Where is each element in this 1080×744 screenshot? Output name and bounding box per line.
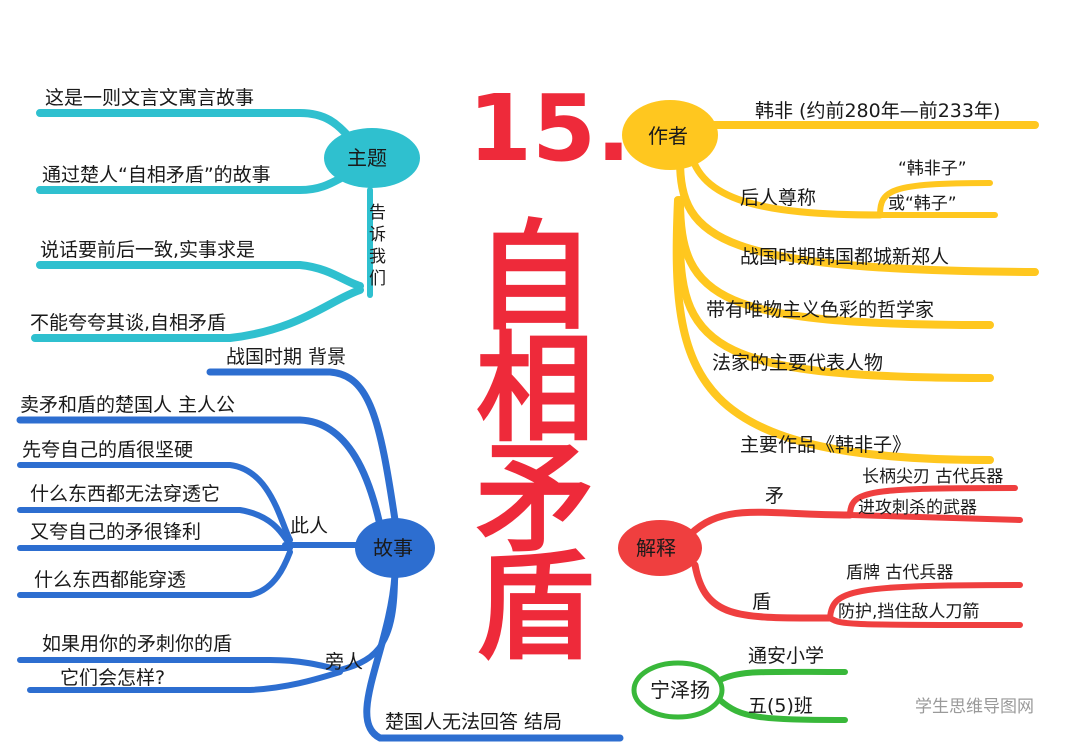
tell-us-char-1: 告 bbox=[369, 203, 386, 223]
story-boast: 什么东西都能穿透 bbox=[34, 569, 186, 591]
author-honorific-label: 后人尊称 bbox=[740, 187, 816, 209]
author-label: 作者 bbox=[648, 124, 688, 148]
author-item: 法家的主要代表人物 bbox=[712, 352, 883, 374]
author-item: 主要作品《韩非子》 bbox=[740, 434, 911, 456]
author-item: 战国时期韩国都城新郑人 bbox=[740, 246, 949, 268]
author-honorific: “韩非子” bbox=[898, 159, 967, 179]
theme-label: 主题 bbox=[347, 146, 387, 170]
explain-label: 解释 bbox=[636, 536, 676, 560]
theme-item: 不能夸夸其谈,自相矛盾 bbox=[30, 312, 226, 334]
story-label: 故事 bbox=[373, 536, 413, 560]
explain-branch bbox=[681, 485, 1023, 628]
author-honorific: 或“韩子” bbox=[888, 194, 957, 214]
story-boast: 又夸自己的矛很锋利 bbox=[30, 521, 201, 543]
title-char-3: 矛 bbox=[476, 430, 594, 568]
signature-name: 宁泽扬 bbox=[650, 678, 710, 702]
title: 15. 自 相 矛 盾 bbox=[468, 75, 631, 676]
story-background: 战国时期 背景 bbox=[226, 346, 346, 368]
story-main-character: 卖矛和盾的楚国人 主人公 bbox=[20, 394, 235, 416]
theme-item: 说话要前后一致,实事求是 bbox=[40, 239, 255, 261]
story-boast: 什么东西都无法穿透它 bbox=[30, 483, 220, 505]
author-name: 韩非 (约前280年—前233年) bbox=[755, 100, 1000, 122]
explain-shield-item: 盾牌 古代兵器 bbox=[846, 563, 953, 583]
story-ending: 楚国人无法回答 结局 bbox=[385, 711, 562, 733]
tell-us-char-3: 我 bbox=[369, 247, 386, 267]
explain-spear-item: 长柄尖刃 古代兵器 bbox=[862, 467, 1003, 487]
tell-us-vertical: 告 诉 我 们 bbox=[369, 203, 386, 289]
watermark: 学生思维导图网 bbox=[915, 697, 1034, 717]
signature-class: 五(5)班 bbox=[748, 695, 813, 717]
explain-shield-label: 盾 bbox=[752, 591, 771, 613]
author-item: 带有唯物主义色彩的哲学家 bbox=[706, 299, 934, 321]
theme-hub bbox=[324, 128, 420, 188]
explain-spear-label: 矛 bbox=[765, 485, 784, 507]
author-branch bbox=[672, 121, 1039, 464]
theme-branch bbox=[31, 109, 373, 342]
explain-hub bbox=[618, 520, 702, 576]
title-char-1: 自 bbox=[476, 208, 594, 346]
signature-hub bbox=[631, 660, 725, 720]
tell-us-char-2: 诉 bbox=[369, 225, 386, 245]
title-char-2: 相 bbox=[476, 320, 594, 458]
explain-spear-item: 进攻刺杀的武器 bbox=[858, 498, 977, 518]
story-question: 如果用你的矛刺你的盾 bbox=[42, 633, 232, 655]
title-char-4: 盾 bbox=[476, 538, 594, 676]
title-number: 15. bbox=[468, 75, 631, 182]
story-question: 它们会怎样? bbox=[60, 667, 165, 689]
story-boast: 先夸自己的盾很坚硬 bbox=[22, 439, 193, 461]
author-hub bbox=[622, 100, 718, 170]
story-bystander: 旁人 bbox=[325, 651, 363, 673]
theme-item: 这是一则文言文寓言故事 bbox=[45, 87, 254, 109]
tell-us-char-4: 们 bbox=[369, 269, 386, 289]
signature-school: 通安小学 bbox=[748, 645, 824, 667]
story-hub bbox=[355, 518, 435, 578]
story-this-person: 此人 bbox=[290, 515, 328, 537]
theme-item: 通过楚人“自相矛盾”的故事 bbox=[42, 164, 271, 186]
signature-branch bbox=[717, 668, 848, 723]
explain-shield-item: 防护,挡住敌人刀箭 bbox=[838, 602, 979, 622]
